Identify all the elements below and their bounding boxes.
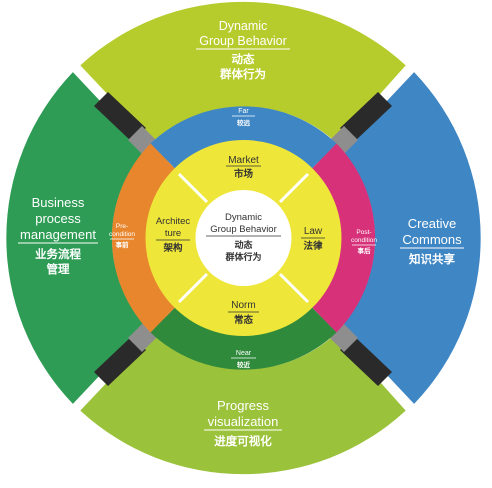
outer-label-left: Business process management 业务流程 管理 (18, 195, 98, 276)
middle-top-en: Far (238, 108, 249, 115)
inner-label-right: Law 法律 (301, 226, 325, 252)
center-zh-1: 动态 (234, 239, 252, 250)
outer-right-zh-1: 知识共享 (408, 252, 455, 266)
outer-bottom-zh-1: 进度可视化 (214, 434, 272, 448)
outer-left-en-3: management (20, 227, 96, 242)
center-zh-2: 群体行为 (224, 251, 261, 262)
middle-label-left: Pre- condition 事前 (109, 223, 135, 249)
middle-label-bottom: Near 较近 (231, 350, 256, 369)
middle-label-top: Far 较远 (232, 108, 255, 127)
inner-divider-bl (177, 272, 209, 304)
center-circle (195, 190, 292, 286)
outer-bottom-en-1: Progress (217, 398, 270, 413)
inner-label-left: Architec ture 架构 (156, 216, 191, 254)
middle-left-zh: 事前 (116, 240, 130, 249)
inner-divider-tr (278, 172, 310, 204)
inner-left-zh: 架构 (162, 242, 183, 254)
outer-segment-top (80, 1, 406, 143)
middle-left-en-2: condition (109, 231, 135, 238)
outer-left-en-1: Business (32, 195, 85, 210)
outer-left-zh-2: 管理 (47, 262, 70, 276)
inner-divider-tl (177, 172, 209, 204)
outer-label-bottom: Progress visualization 进度可视化 (204, 398, 282, 448)
outer-top-zh-2: 群体行为 (219, 67, 266, 81)
inner-bottom-en: Norm (231, 300, 255, 311)
outer-top-zh-1: 动态 (232, 52, 255, 66)
outer-right-en-2: Commons (402, 232, 462, 247)
outer-segment-left (6, 72, 146, 404)
outer-bottom-en-2: visualization (208, 414, 279, 429)
middle-label-right: Post- condition 事后 (351, 229, 377, 255)
middle-top-zh: 较远 (237, 118, 251, 127)
outer-segment-right (341, 72, 481, 404)
outer-label-top: Dynamic Group Behavior 动态 群体行为 (196, 19, 290, 81)
inner-right-zh: 法律 (303, 240, 323, 252)
center-en-2: Group Behavior (210, 224, 277, 235)
middle-bottom-zh: 较近 (237, 360, 251, 369)
inner-divider-br (278, 272, 310, 304)
outer-left-zh-1: 业务流程 (35, 247, 81, 261)
outer-segment-bottom (80, 333, 406, 475)
inner-left-en-1: Architec (156, 216, 191, 227)
inner-right-en: Law (304, 226, 323, 237)
inner-label-top: Market 市场 (226, 155, 261, 180)
outer-right-en-1: Creative (408, 216, 456, 231)
outer-top-en-2: Group Behavior (199, 34, 287, 48)
inner-top-zh: 市场 (234, 168, 254, 180)
inner-top-en: Market (228, 155, 259, 166)
outer-top-en-1: Dynamic (219, 19, 268, 33)
middle-right-en-1: Post- (356, 229, 371, 236)
middle-right-zh: 事后 (358, 246, 372, 255)
middle-right-en-2: condition (351, 237, 377, 244)
middle-left-en-1: Pre- (116, 223, 128, 230)
outer-left-en-2: process (35, 211, 81, 226)
inner-label-bottom: Norm 常态 (228, 300, 259, 326)
center-en-1: Dynamic (225, 212, 262, 223)
center-label: Dynamic Group Behavior 动态 群体行为 (206, 212, 281, 262)
inner-left-en-2: ture (165, 228, 181, 239)
outer-label-right: Creative Commons 知识共享 (400, 216, 464, 266)
middle-bottom-en: Near (236, 350, 252, 357)
inner-bottom-zh: 常态 (234, 314, 254, 326)
